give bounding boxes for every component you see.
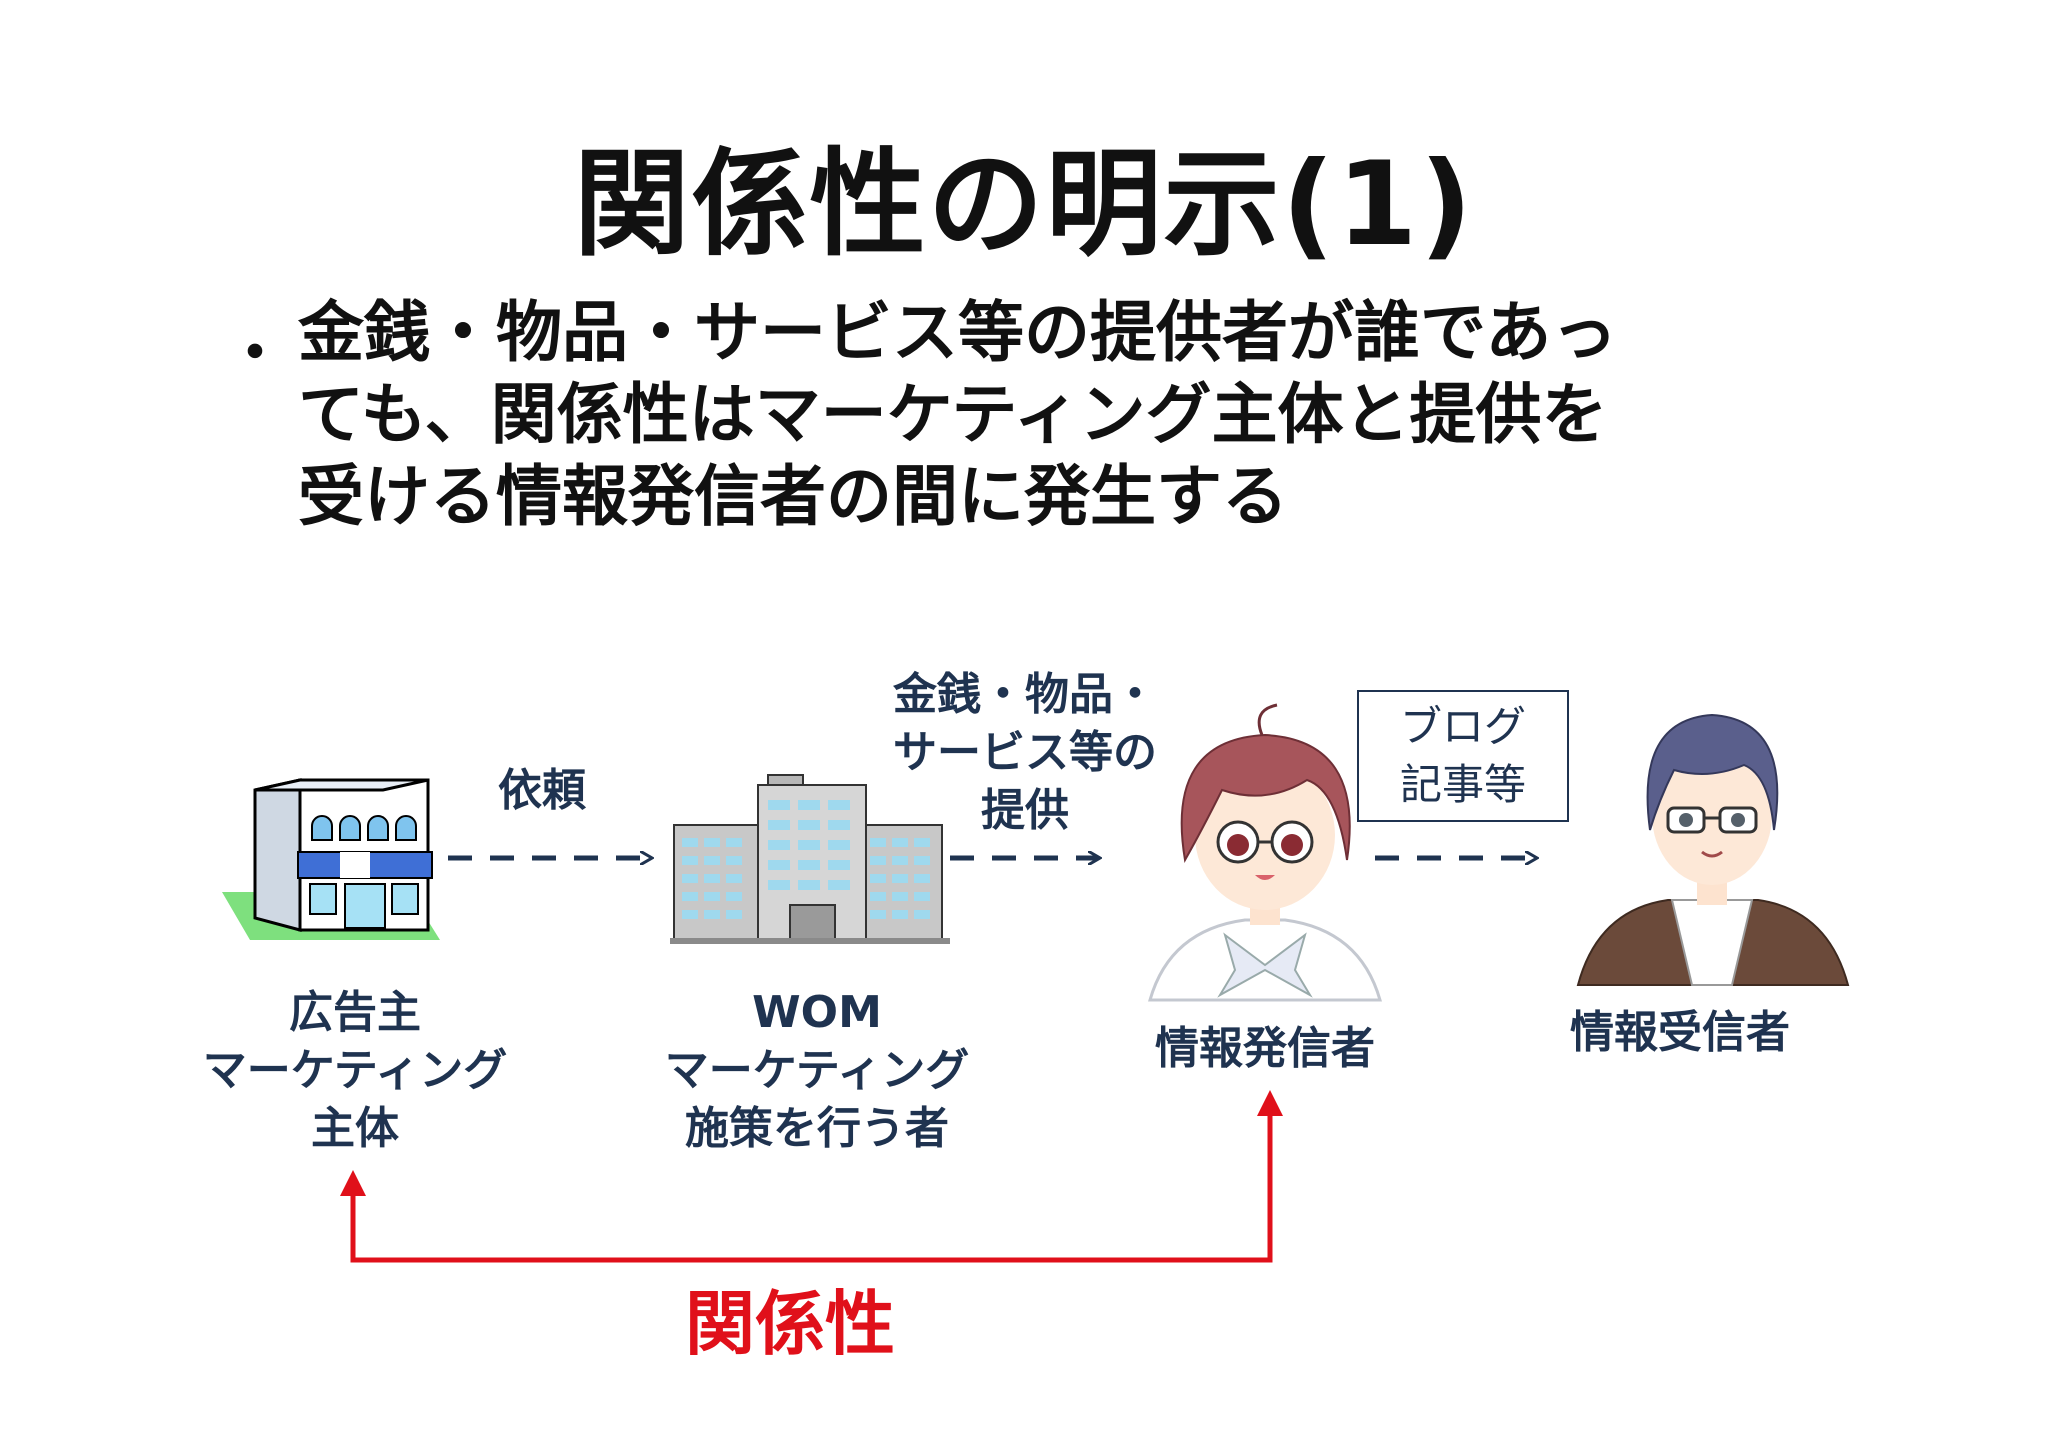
bullet-line-2: ても、関係性はマーケティング主体と提供を (298, 376, 1608, 453)
provision-line-2: サービス等の (893, 727, 1157, 778)
wom-label: WOM マーケティング 施策を行う者 (642, 984, 992, 1158)
provision-line-1: 金銭・物品・ (893, 669, 1157, 720)
relation-connector (340, 1090, 1283, 1263)
relation-label: 関係性 (685, 1283, 895, 1365)
blog-article-box: ブログ 記事等 (1357, 690, 1569, 822)
slide-title: 関係性の明示(1) (573, 137, 1475, 272)
receiver-label: 情報受信者 (1570, 1007, 1790, 1058)
office-building-icon (670, 774, 950, 944)
wom-line-2: マーケティング (664, 1045, 970, 1096)
bullet-text: 金銭・物品・サービス等の提供者が誰であっ ても、関係性はマーケティング主体と提供… (298, 292, 1798, 538)
bullet-line-1: 金銭・物品・サービス等の提供者が誰であっ (298, 294, 1618, 371)
advertiser-line-3: 主体 (311, 1103, 399, 1154)
sender-label: 情報発信者 (1155, 1023, 1375, 1074)
blog-line-2: 記事等 (1399, 760, 1526, 809)
man-with-glasses-icon (1576, 713, 1850, 986)
bullet-marker: ・ (225, 319, 285, 389)
provision-line-3: 提供 (981, 785, 1069, 836)
advertiser-line-1: 広告主 (289, 987, 421, 1038)
woman-with-glasses-icon (1148, 703, 1382, 1002)
bullet-line-3: 受ける情報発信者の間に発生する (298, 458, 1288, 535)
blog-line-1: ブログ (1399, 702, 1526, 751)
advertiser-label: 広告主 マーケティング 主体 (180, 984, 530, 1158)
wom-line-1: WOM (752, 987, 882, 1038)
request-label: 依頼 (498, 765, 586, 816)
advertiser-line-2: マーケティング (202, 1045, 508, 1096)
provision-label: 金銭・物品・ サービス等の 提供 (860, 666, 1190, 840)
store-icon (222, 778, 440, 940)
wom-line-3: 施策を行う者 (685, 1103, 949, 1154)
